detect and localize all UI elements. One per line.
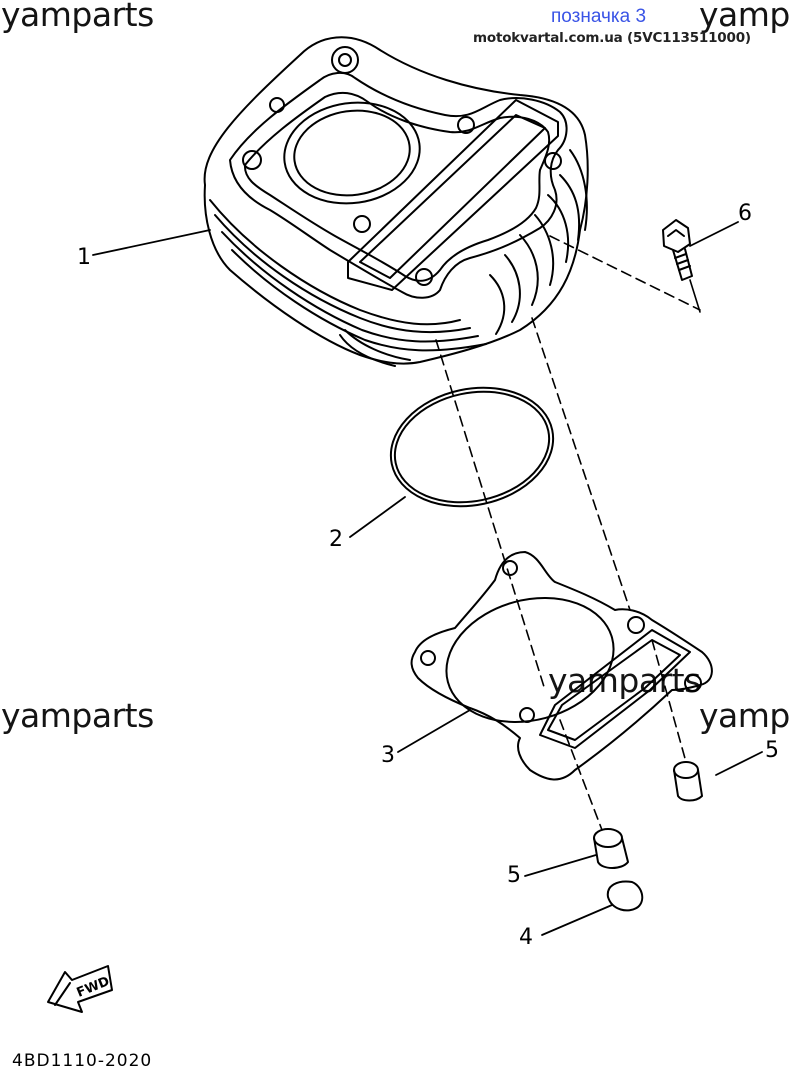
assembly-centerlines: [435, 235, 701, 831]
callout-3: 3: [381, 743, 395, 768]
watermark-mid-right: yamp: [699, 696, 790, 735]
source-reference: motokvartal.com.ua (5VC113511000): [473, 30, 751, 46]
fwd-arrow-icon: [47, 965, 113, 1013]
callout-4: 4: [519, 925, 533, 950]
callout-6: 6: [738, 201, 752, 226]
callout-1: 1: [77, 245, 91, 270]
base-gasket-part-3: [410, 551, 713, 781]
callout-5a: 5: [765, 738, 779, 763]
callout-2: 2: [329, 527, 343, 552]
cylinder-outline: [203, 36, 589, 365]
callout-5b: 5: [507, 863, 521, 888]
callout-labels: 1 2 3 4 5 5 6: [77, 201, 779, 950]
cylinder-top-face: [229, 72, 568, 299]
cam-chain-tunnel: [347, 99, 559, 291]
watermark-mid-left: yamparts: [1, 696, 154, 735]
watermark-top-right: yamp: [699, 0, 790, 34]
bolt-part-6: [662, 219, 693, 281]
position-tag: позначка 3: [551, 6, 647, 27]
watermark-top-left: yamparts: [1, 0, 154, 34]
dowel-pin-part-5a: [673, 761, 703, 802]
cylinder-bore: [283, 101, 421, 205]
plug-part-4: [606, 880, 644, 912]
o-ring-part-2: [389, 386, 555, 508]
drawing-code: 4BD1110-2020: [12, 1051, 152, 1071]
leader-lines: [92, 221, 763, 936]
dowel-pin-part-5b: [593, 828, 629, 869]
cylinder-part-1: [203, 36, 589, 367]
